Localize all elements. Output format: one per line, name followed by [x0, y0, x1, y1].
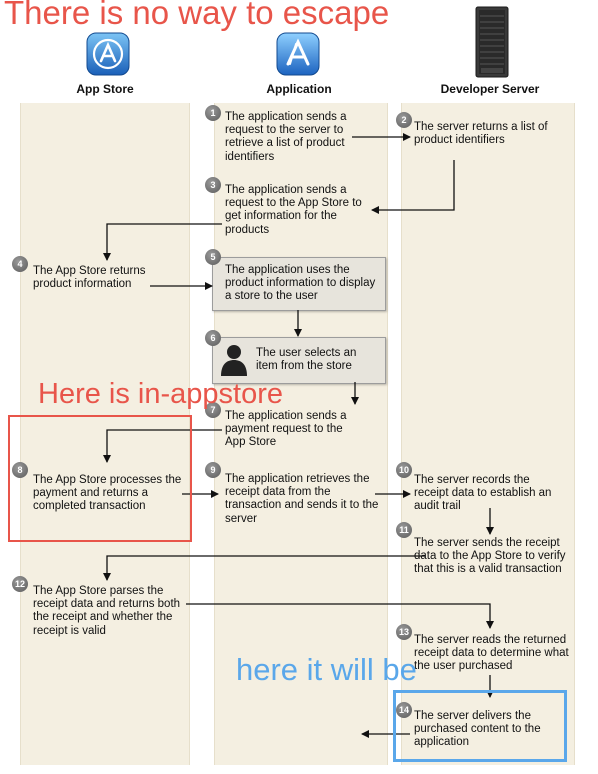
- app-store-icon: [86, 32, 130, 76]
- step-13-text: The server reads the returned receipt da…: [414, 634, 569, 673]
- step-6-text: The user selects an item from the store: [256, 347, 357, 373]
- app-store-column: [20, 103, 190, 765]
- overlay-bottom-text: here it will be: [236, 652, 417, 687]
- step-9-text: The application retrieves the receipt da…: [225, 473, 379, 525]
- step-6-number: 6: [205, 330, 221, 346]
- step-8-number: 8: [12, 462, 28, 478]
- step-1-number: 1: [205, 105, 221, 121]
- in-appstore-highlight: [8, 415, 192, 542]
- step-12-number: 12: [12, 576, 28, 592]
- step-4-number: 4: [12, 256, 28, 272]
- developer-server-column: [401, 103, 575, 765]
- developer-server-header: Developer Server: [440, 82, 540, 96]
- step-9-number: 9: [205, 462, 221, 478]
- step-13-number: 13: [396, 624, 412, 640]
- application-header: Application: [266, 82, 332, 96]
- application-column: [214, 103, 388, 765]
- step-2-text: The server returns a list of product ide…: [414, 121, 548, 147]
- store-display-box: [212, 257, 386, 311]
- step-14-number: 14: [396, 702, 412, 718]
- overlay-middle-text: Here is in-appstore: [38, 378, 283, 410]
- step-7-number: 7: [205, 402, 221, 418]
- step-12-text: The App Store parses the receipt data an…: [33, 585, 181, 637]
- step-4-text: The App Store returns product informatio…: [33, 265, 146, 291]
- step-5-number: 5: [205, 249, 221, 265]
- step-8-text: The App Store processes the payment and …: [33, 474, 182, 513]
- user-select-box: [212, 337, 386, 384]
- overlay-top-text: There is no way to escape: [4, 0, 390, 31]
- step-11-number: 11: [396, 522, 412, 538]
- step-3-number: 3: [205, 177, 221, 193]
- step-1-text: The application sends a request to the s…: [225, 111, 347, 163]
- server-delivery-highlight: [393, 690, 567, 762]
- step-11-text: The server sends the receipt data to the…: [414, 537, 566, 576]
- app-store-header: App Store: [76, 82, 134, 96]
- server-rack-icon: [475, 6, 509, 78]
- step-5-text: The application uses the product informa…: [225, 264, 376, 303]
- step-3-text: The application sends a request to the A…: [225, 184, 362, 236]
- step-7-text: The application sends a payment request …: [225, 410, 347, 449]
- step-10-text: The server records the receipt data to e…: [414, 474, 552, 513]
- application-icon: [276, 32, 320, 76]
- user-silhouette-icon: [220, 342, 248, 376]
- step-14-text: The server delivers the purchased conten…: [414, 710, 541, 749]
- step-10-number: 10: [396, 462, 412, 478]
- step-2-number: 2: [396, 112, 412, 128]
